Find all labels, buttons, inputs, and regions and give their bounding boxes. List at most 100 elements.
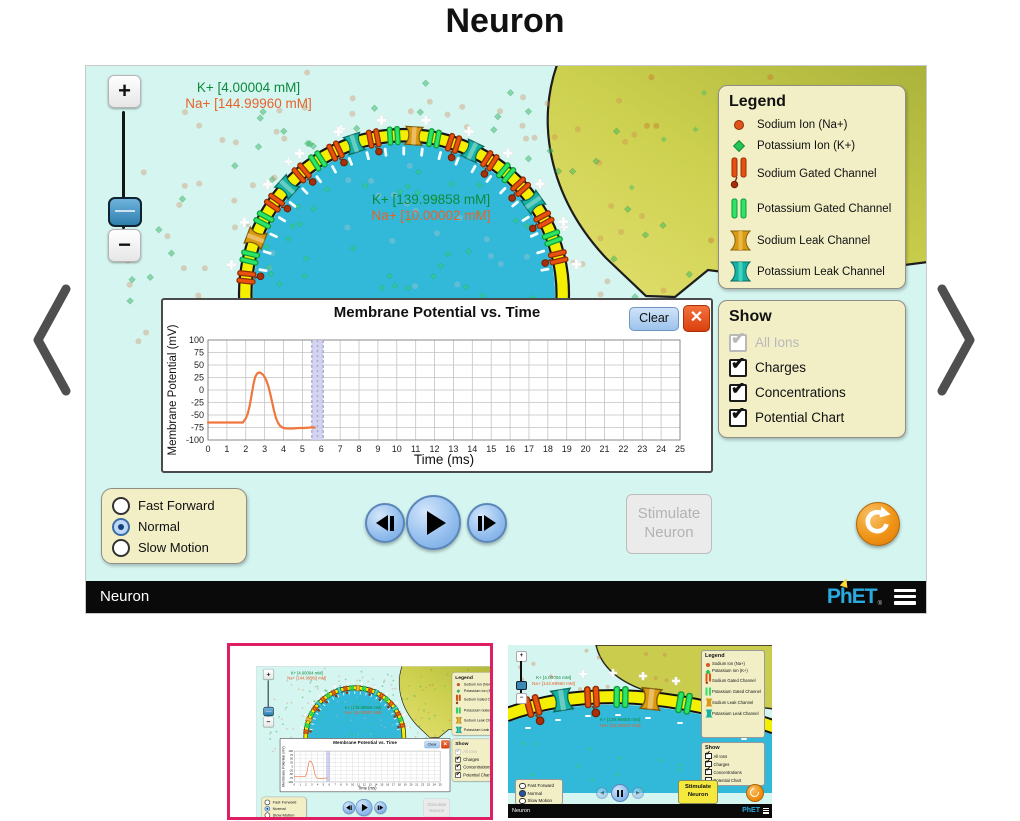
next-sim-chevron[interactable] bbox=[934, 283, 980, 397]
svg-text:-50: -50 bbox=[289, 772, 293, 776]
phet-logo[interactable]: PhET ® bbox=[827, 576, 882, 610]
previous-sim-chevron[interactable] bbox=[28, 283, 74, 397]
normal-radio[interactable] bbox=[112, 517, 130, 536]
outside-concentration-readout: K+ [4.00004 mM] Na+ [144.99960 mM] bbox=[161, 80, 336, 112]
phet-menu-icon[interactable] bbox=[894, 589, 916, 605]
svg-text:-25: -25 bbox=[289, 768, 293, 772]
step-back-icon bbox=[376, 515, 389, 531]
show-title: Show bbox=[729, 308, 772, 325]
svg-text:100: 100 bbox=[288, 749, 293, 753]
potassium-leak-channel-icon bbox=[729, 260, 757, 284]
speed-panel: Fast Forward Normal Slow Motion bbox=[101, 488, 247, 564]
svg-text:0: 0 bbox=[293, 783, 295, 787]
svg-text:5: 5 bbox=[323, 783, 325, 787]
step-forward-button[interactable] bbox=[467, 503, 507, 543]
thumbnail-1-selected[interactable]: + − K+ [4.00004 mM] Na+ [144.99960 mM] K… bbox=[227, 643, 493, 820]
potassium-gated-channel-icon bbox=[729, 197, 757, 221]
potential-chart-checkbox-row: ✔ Potential Chart bbox=[729, 403, 845, 427]
svg-text:14: 14 bbox=[467, 444, 477, 454]
svg-text:11: 11 bbox=[411, 444, 420, 454]
svg-text:7: 7 bbox=[334, 783, 336, 787]
svg-text:0: 0 bbox=[205, 444, 210, 454]
slow-motion-radio[interactable] bbox=[112, 538, 130, 557]
svg-text:-100: -100 bbox=[287, 780, 293, 784]
legend-item: Potassium Leak Channel bbox=[729, 256, 895, 287]
svg-text:6: 6 bbox=[319, 444, 324, 454]
svg-text:11: 11 bbox=[357, 783, 360, 787]
inside-concentration-readout: K+ [139.99858 mM] Na+ [10.00002 mM] bbox=[341, 192, 521, 224]
svg-text:10: 10 bbox=[351, 783, 355, 787]
reset-all-button[interactable] bbox=[856, 502, 900, 546]
svg-text:19: 19 bbox=[404, 783, 408, 787]
svg-text:18: 18 bbox=[398, 783, 402, 787]
zoom-slider-track[interactable] bbox=[122, 111, 125, 229]
zoom-slider-handle[interactable] bbox=[108, 197, 142, 227]
svg-text:25: 25 bbox=[439, 783, 443, 787]
chart-clear-button[interactable]: Clear bbox=[629, 307, 679, 331]
svg-text:3: 3 bbox=[311, 783, 313, 787]
svg-text:Membrane Potential (mV): Membrane Potential (mV) bbox=[167, 324, 179, 455]
svg-text:15: 15 bbox=[380, 783, 384, 787]
svg-text:17: 17 bbox=[524, 444, 534, 454]
thumb2-zoom-in: + bbox=[516, 651, 527, 662]
svg-text:-100: -100 bbox=[186, 435, 204, 445]
legend-item: Potassium Ion (K+) bbox=[729, 135, 895, 156]
all-ions-checkbox[interactable]: ✔ bbox=[729, 329, 747, 352]
sodium-ion-icon bbox=[729, 118, 757, 132]
svg-text:17: 17 bbox=[392, 783, 396, 787]
stimulate-neuron-button[interactable]: Stimulate Neuron bbox=[626, 494, 712, 554]
svg-text:-25: -25 bbox=[191, 398, 204, 408]
legend-item: Sodium Gated Channel bbox=[729, 156, 895, 192]
thumb2-pause-button bbox=[611, 784, 629, 802]
concentrations-checkbox[interactable]: ✔ bbox=[729, 379, 747, 402]
concentrations-checkbox-row: ✔ Concentrations bbox=[729, 378, 846, 402]
thumbnail-2[interactable]: + − K+ [4.00004 mM] Na+ [144.99960 mM] K… bbox=[508, 645, 772, 818]
normal-radio-row: Normal bbox=[112, 516, 236, 537]
svg-text:12: 12 bbox=[430, 444, 440, 454]
charges-checkbox[interactable]: ✔ bbox=[729, 354, 747, 377]
svg-text:10: 10 bbox=[392, 444, 402, 454]
svg-text:22: 22 bbox=[421, 783, 425, 787]
thumb2-stimulate-neuron-button: Stimulate Neuron bbox=[678, 780, 718, 804]
potential-chart-checkbox[interactable]: ✔ bbox=[729, 404, 747, 427]
svg-text:0: 0 bbox=[291, 764, 293, 768]
svg-text:16: 16 bbox=[386, 783, 390, 787]
legend-title: Legend bbox=[729, 93, 786, 110]
chart-close-icon[interactable]: ✕ bbox=[683, 305, 710, 332]
thumb2-reset-button bbox=[746, 784, 764, 802]
svg-text:Membrane Potential (mV): Membrane Potential (mV) bbox=[281, 746, 285, 786]
thumb2-inside-concentrations: K+ [139.99858 mM] Na+ [10.00002 mM] bbox=[600, 717, 641, 728]
svg-text:25: 25 bbox=[290, 761, 294, 765]
show-panel: Show ✔ All Ions ✔ Charges ✔ Concentratio… bbox=[718, 300, 906, 438]
svg-text:16: 16 bbox=[505, 444, 515, 454]
page-title: Neuron bbox=[445, 2, 565, 40]
svg-text:22: 22 bbox=[618, 444, 628, 454]
svg-text:14: 14 bbox=[374, 783, 378, 787]
inside-k-concentration: K+ [139.99858 mM] bbox=[371, 192, 491, 207]
svg-text:Time (ms): Time (ms) bbox=[358, 785, 377, 790]
svg-text:6: 6 bbox=[329, 783, 331, 787]
zoom-in-button[interactable]: + bbox=[108, 75, 141, 108]
svg-text:20: 20 bbox=[409, 783, 413, 787]
svg-text:20: 20 bbox=[581, 444, 591, 454]
sodium-leak-channel-icon bbox=[729, 229, 757, 253]
fast-forward-radio-row: Fast Forward bbox=[112, 495, 236, 516]
svg-text:4: 4 bbox=[317, 783, 319, 787]
simulation-frame: + − K+ [4.00004 mM] Na+ [144.99960 mM] K… bbox=[256, 666, 490, 817]
play-button[interactable] bbox=[406, 495, 461, 550]
slow-motion-radio-row: Slow Motion bbox=[112, 537, 236, 558]
sim-bar-title: Neuron bbox=[100, 588, 150, 605]
svg-text:Time (ms): Time (ms) bbox=[414, 452, 474, 467]
fast-forward-radio[interactable] bbox=[112, 496, 130, 515]
zoom-out-button[interactable]: − bbox=[108, 229, 141, 262]
legend-item: Potassium Gated Channel bbox=[729, 192, 895, 225]
svg-text:-75: -75 bbox=[191, 423, 204, 433]
thumb2-legend-panel: Legend Sodium Ion (Na+) Potassium Ion (K… bbox=[701, 650, 765, 738]
step-forward-icon bbox=[483, 515, 496, 531]
outside-k-concentration: K+ [4.00004 mM] bbox=[196, 80, 301, 95]
thumb2-zoom-out: − bbox=[516, 693, 527, 704]
step-back-button[interactable] bbox=[365, 503, 405, 543]
svg-text:4: 4 bbox=[281, 444, 286, 454]
